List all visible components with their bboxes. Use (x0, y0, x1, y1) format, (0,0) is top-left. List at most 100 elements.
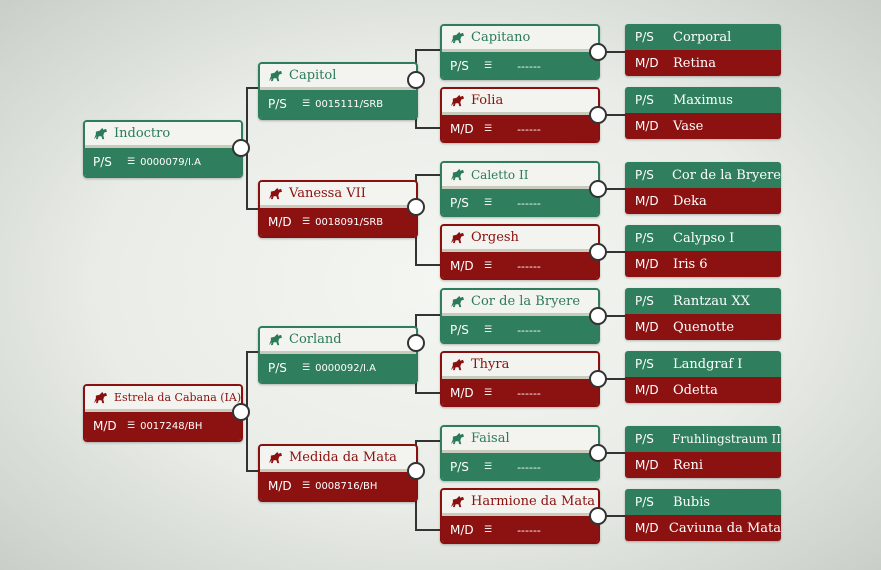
registration-number: ------ (517, 523, 541, 537)
subject-sire-card[interactable]: Indoctro P/S ☰0000079/I.A (83, 120, 243, 178)
list-icon: ☰ (302, 363, 311, 373)
grandparent-card[interactable]: Folia M/D ☰------ (440, 87, 600, 143)
horse-name: Corporal (673, 29, 732, 45)
expand-toggle[interactable] (407, 198, 425, 216)
grandparent-card[interactable]: Thyra M/D ☰------ (440, 351, 600, 407)
great-granddam[interactable]: M/D Deka (625, 188, 781, 214)
list-icon: ☰ (127, 421, 136, 431)
expand-toggle[interactable] (407, 334, 425, 352)
horse-name: Reni (673, 457, 704, 473)
list-icon: ☰ (484, 61, 493, 71)
expand-toggle[interactable] (589, 507, 607, 525)
horse-name: Maximus (673, 92, 733, 108)
list-icon: ☰ (302, 217, 311, 227)
horse-icon (451, 358, 464, 371)
horse-name: Faisal (471, 431, 510, 446)
sex-label: M/D (635, 194, 659, 208)
registration-number: 0018091/SRB (315, 216, 384, 228)
sex-label: P/S (635, 30, 654, 44)
horse-name: Rantzau XX (673, 293, 751, 309)
horse-name: Caletto II (471, 167, 529, 182)
registration-number: ------ (517, 323, 541, 337)
sex-label: M/D (268, 479, 292, 493)
parent-card[interactable]: Vanessa VII M/D ☰0018091/SRB (258, 180, 418, 238)
subject-dam-card[interactable]: Estrela da Cabana (IA) M/D ☰0017248/BH (83, 384, 243, 442)
grandparent-card[interactable]: Harmione da Mata M/D ☰------ (440, 488, 600, 544)
sex-label: M/D (635, 458, 659, 472)
grandparent-card[interactable]: Faisal P/S ☰------ (440, 425, 600, 481)
sex-label: P/S (450, 196, 469, 210)
parent-card[interactable]: Medida da Mata M/D ☰ 0008716/BH (258, 444, 418, 502)
registration-number: ------ (517, 196, 541, 210)
great-granddam[interactable]: M/D Retina (625, 50, 781, 76)
sex-label: M/D (93, 419, 117, 433)
great-grandsire[interactable]: P/S Rantzau XX (625, 288, 781, 314)
sex-label: M/D (450, 386, 474, 400)
list-icon: ☰ (484, 261, 493, 271)
sex-label: M/D (450, 122, 474, 136)
great-granddam[interactable]: M/D Reni (625, 452, 781, 478)
horse-name: Medida da Mata (289, 450, 397, 465)
expand-toggle[interactable] (407, 71, 425, 89)
list-icon: ☰ (484, 462, 493, 472)
registration-number: ------ (517, 460, 541, 474)
list-icon: ☰ (484, 124, 493, 134)
sex-label: P/S (635, 294, 654, 308)
sex-label: P/S (268, 361, 287, 375)
expand-toggle[interactable] (232, 403, 250, 421)
expand-toggle[interactable] (589, 106, 607, 124)
horse-name: Deka (673, 193, 707, 209)
horse-name: Cor de la Bryere (671, 167, 781, 183)
expand-toggle[interactable] (589, 243, 607, 261)
great-grandsire[interactable]: P/S Cor de la Bryere (625, 162, 781, 188)
list-icon: ☰ (484, 525, 493, 535)
list-icon: ☰ (302, 481, 311, 491)
sex-label: M/D (635, 119, 659, 133)
horse-name: Iris 6 (673, 256, 708, 272)
parent-card[interactable]: Capitol P/S ☰0015111/SRB (258, 62, 418, 120)
grandparent-card[interactable]: Cor de la Bryere P/S ☰------ (440, 288, 600, 344)
expand-toggle[interactable] (407, 462, 425, 480)
registration-number: 0000092/I.A (315, 362, 376, 374)
sex-label: M/D (635, 320, 659, 334)
registration-number: 0008716/BH (315, 480, 378, 492)
expand-toggle[interactable] (589, 43, 607, 61)
sex-label: M/D (635, 383, 659, 397)
horse-name: Capitano (471, 30, 531, 45)
horse-icon (269, 187, 282, 200)
list-icon: ☰ (484, 325, 493, 335)
expand-toggle[interactable] (232, 139, 250, 157)
horse-name: Cor de la Bryere (471, 294, 581, 309)
list-icon: ☰ (127, 157, 136, 167)
expand-toggle[interactable] (589, 180, 607, 198)
grandparent-card[interactable]: Orgesh M/D ☰------ (440, 224, 600, 280)
great-grandsire[interactable]: P/S Corporal (625, 24, 781, 50)
sex-label: M/D (635, 56, 659, 70)
expand-toggle[interactable] (589, 370, 607, 388)
horse-name: Orgesh (471, 230, 519, 245)
sex-label: P/S (635, 231, 654, 245)
horse-name: Retina (673, 55, 716, 71)
expand-toggle[interactable] (589, 444, 607, 462)
parent-card[interactable]: Corland P/S ☰0000092/I.A (258, 326, 418, 384)
registration-number: 0017248/BH (140, 420, 203, 432)
horse-name: Harmione da Mata (471, 494, 596, 509)
grandparent-card[interactable]: Capitano P/S ☰------ (440, 24, 600, 80)
sex-label: P/S (635, 168, 654, 182)
horse-name: Capitol (289, 68, 337, 83)
grandparent-card[interactable]: Caletto II P/S ☰------ (440, 161, 600, 217)
horse-icon (451, 231, 464, 244)
sex-label: P/S (450, 59, 469, 73)
expand-toggle[interactable] (589, 307, 607, 325)
